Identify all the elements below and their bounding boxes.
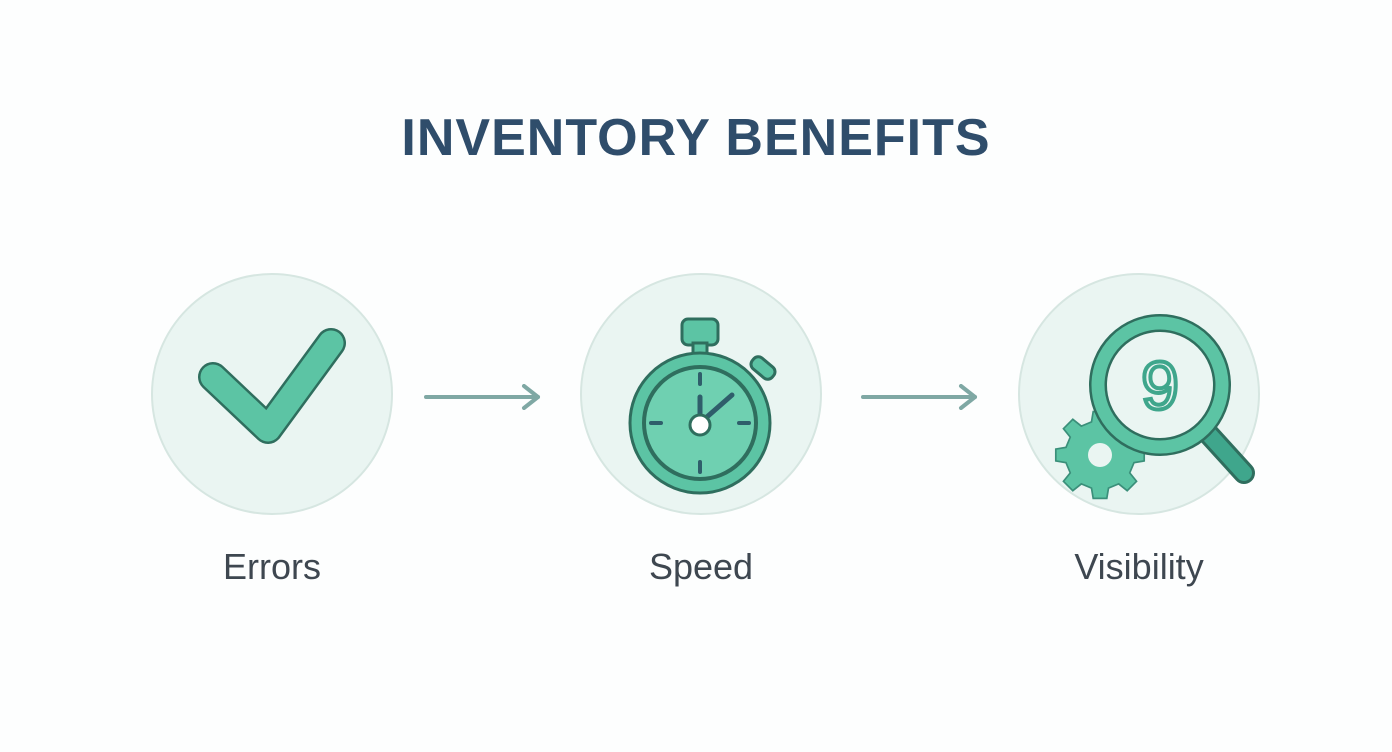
errors-label: Errors [223, 546, 321, 587]
errors-circle [151, 273, 393, 515]
arrow-icon [861, 384, 977, 410]
checkmark-icon [198, 328, 346, 444]
magnifier-gear-icon: 9 [1054, 314, 1255, 500]
visibility-label: Visibility [1074, 546, 1204, 587]
page-title: INVENTORY BENEFITS [401, 109, 991, 167]
arrow-icon [424, 384, 540, 410]
speed-circle [580, 273, 822, 515]
stopwatch-icon [628, 317, 777, 495]
visibility-circle: 9 [1018, 273, 1260, 515]
svg-text:9: 9 [1141, 348, 1179, 424]
speed-label: Speed [648, 546, 754, 587]
